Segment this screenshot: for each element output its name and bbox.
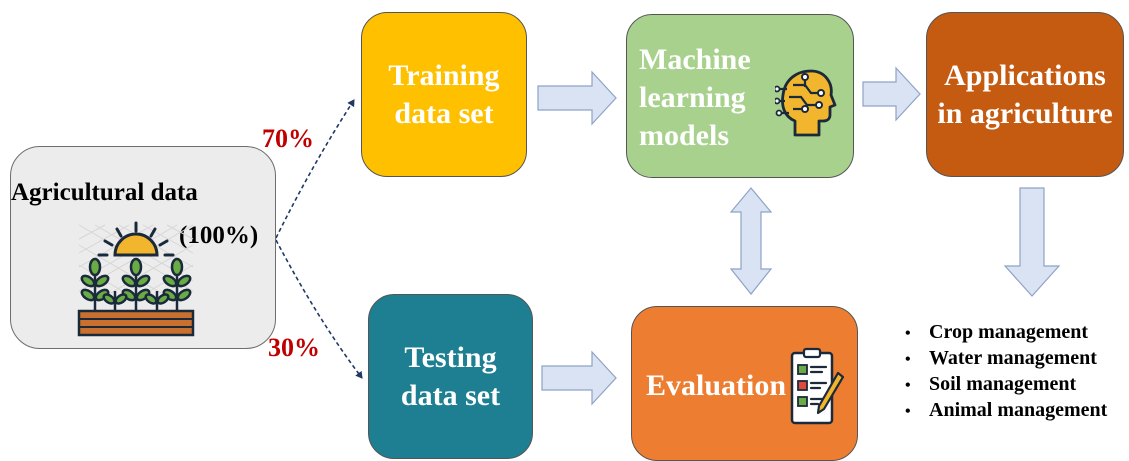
testing-split-percent: 30%: [268, 333, 320, 362]
testing-data-box: Testing data set: [368, 294, 533, 459]
list-item-label: Water management: [929, 347, 1097, 369]
list-item: •Soil management: [905, 373, 1077, 395]
agricultural-data-box: Agricultural data (100%): [10, 146, 276, 349]
arrow-testing-to-evaluation: [541, 350, 617, 406]
agricultural-data-label: Agricultural data: [11, 179, 198, 206]
applications-label: Applications in agriculture: [937, 59, 1113, 130]
farm-field-sun-icon: [77, 221, 195, 337]
list-item-label: Crop management: [929, 321, 1089, 343]
applications-box: Applications in agriculture: [926, 12, 1124, 177]
arrow-ml-evaluation-bidirectional: [729, 187, 773, 295]
arrow-ml-to-applications: [862, 66, 921, 122]
list-item: •Crop management: [905, 321, 1089, 343]
applications-list: •Crop management •Water management •Soil…: [905, 319, 1107, 423]
arrow-training-to-ml: [537, 70, 617, 126]
training-split-percent: 70%: [262, 124, 314, 153]
split-line-training: [275, 99, 355, 239]
agricultural-data-percent: (100%): [179, 222, 259, 249]
testing-data-label: Testing data set: [400, 341, 501, 412]
training-data-box: Training data set: [361, 12, 527, 177]
ai-head-icon: [775, 69, 837, 137]
list-item-label: Soil management: [929, 373, 1077, 395]
split-line-testing: [275, 239, 363, 379]
arrow-applications-to-uses: [1003, 187, 1061, 297]
list-item: •Water management: [905, 347, 1097, 369]
ml-models-label: Machine learning models: [639, 43, 751, 153]
ml-models-box: Machine learning models: [626, 14, 854, 178]
list-item: •Animal management: [905, 399, 1108, 421]
evaluation-label: Evaluation: [646, 369, 787, 402]
training-data-label: Training data set: [388, 59, 500, 130]
list-item-label: Animal management: [929, 399, 1108, 421]
evaluation-box: Evaluation: [631, 306, 858, 461]
checklist-clipboard-icon: [790, 347, 844, 425]
